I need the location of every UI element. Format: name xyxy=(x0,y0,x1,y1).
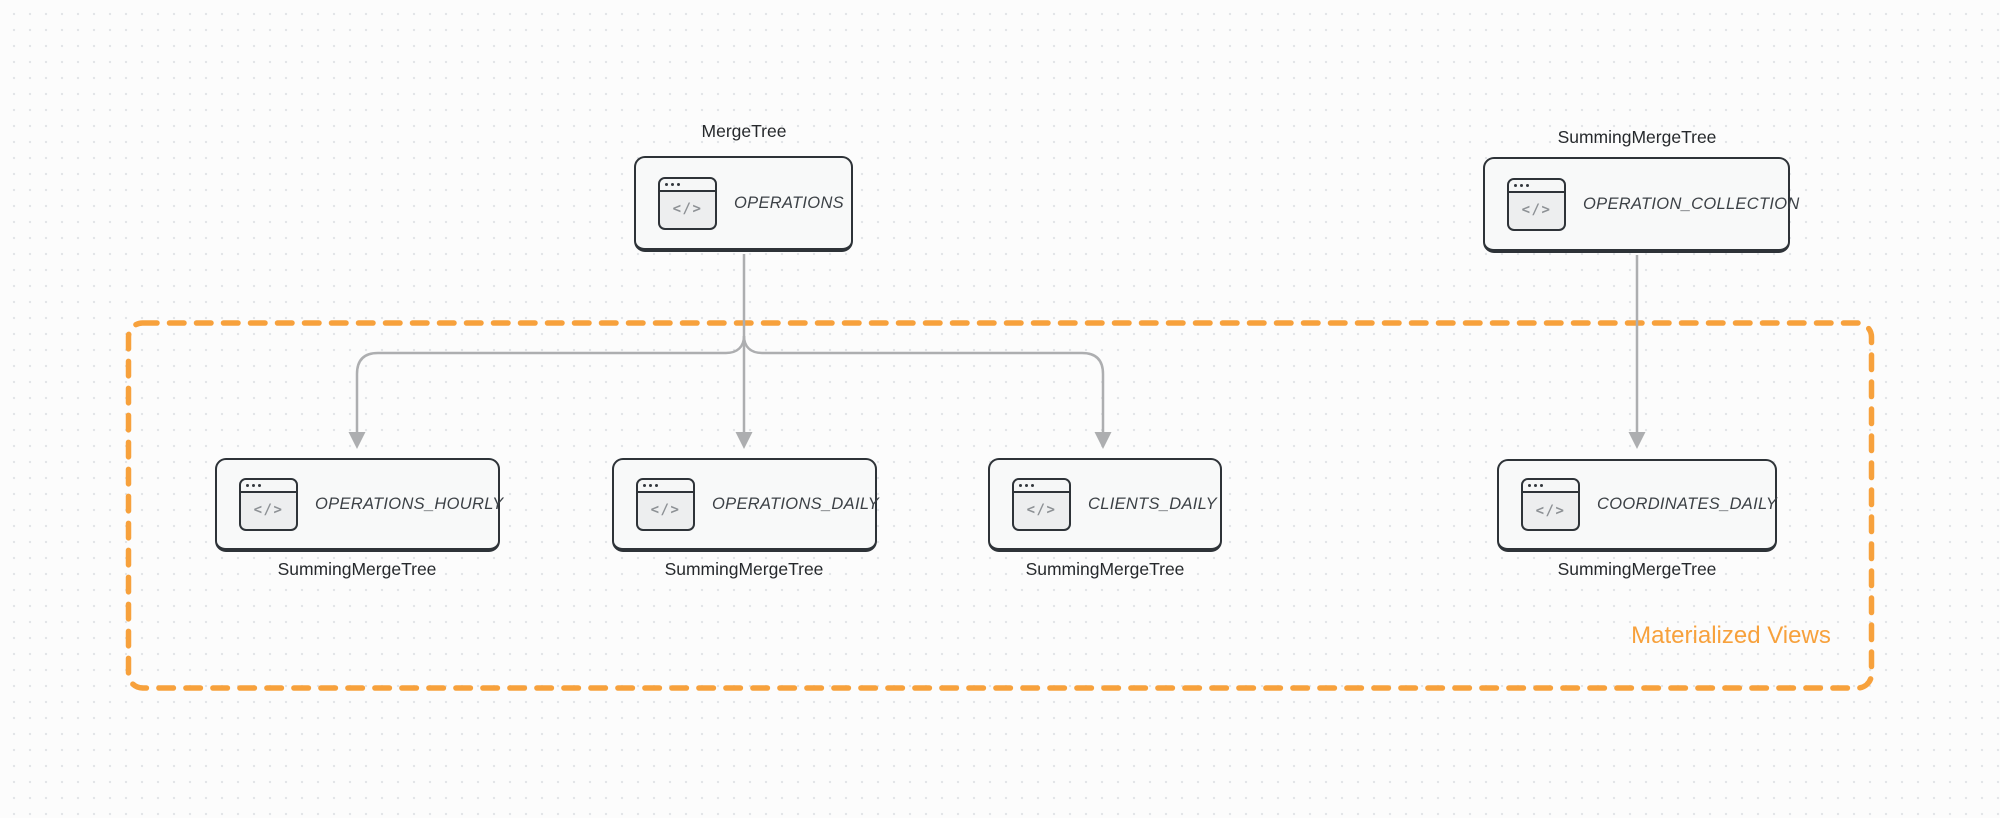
window-dot xyxy=(1534,484,1537,487)
engine-label-operations: MergeTree xyxy=(701,121,787,141)
window-dot xyxy=(1025,483,1028,487)
edge-operations-to-operations-hourly xyxy=(355,335,746,433)
window-dot xyxy=(643,483,646,487)
window-dot xyxy=(246,483,249,487)
window-dot xyxy=(1019,483,1022,487)
code-window-icon: </> xyxy=(1507,177,1566,231)
code-window-icon: </> xyxy=(636,477,695,531)
window-dot xyxy=(649,483,652,487)
window-titlebar xyxy=(1014,479,1069,493)
arrowhead-clients-daily xyxy=(1094,432,1112,449)
node-operations-hourly: </> OPERATIONS_HOURLY xyxy=(215,458,503,552)
window-dot xyxy=(671,182,674,186)
node-coordinates-daily: </> COORDINATES_DAILY xyxy=(1497,459,1777,552)
node-title: OPERATION_COLLECTION xyxy=(1583,194,1800,213)
materialized-views-group-border xyxy=(125,320,1875,691)
node-title: CLIENTS_DAILY xyxy=(1088,494,1217,513)
code-glyph: </> xyxy=(650,502,681,518)
code-window-icon: </> xyxy=(239,477,298,531)
engine-label-operations-daily: SummingMergeTree xyxy=(664,559,824,579)
window-titlebar xyxy=(638,479,693,493)
window-dot xyxy=(665,182,668,186)
code-glyph: </> xyxy=(1535,502,1566,519)
node-operations-daily: </> OPERATIONS_DAILY xyxy=(612,458,880,552)
window-dot xyxy=(1520,183,1523,187)
engine-label-coordinates-daily: SummingMergeTree xyxy=(1557,559,1717,579)
window-dot xyxy=(655,483,658,487)
code-window-icon: </> xyxy=(1012,477,1071,531)
node-operations: </> OPERATIONS xyxy=(634,156,853,252)
window-titlebar xyxy=(1523,480,1578,493)
node-title: OPERATIONS xyxy=(734,193,844,212)
window-dot xyxy=(1540,484,1543,487)
window-dot xyxy=(677,182,680,186)
engine-label-operation-collection: SummingMergeTree xyxy=(1557,127,1717,147)
code-glyph: </> xyxy=(1026,502,1057,518)
window-titlebar xyxy=(241,479,296,493)
code-glyph: </> xyxy=(253,502,284,518)
arrowhead-operations-daily xyxy=(735,432,753,449)
code-glyph: </> xyxy=(1521,202,1552,218)
code-glyph: </> xyxy=(672,201,703,217)
node-title: OPERATIONS_DAILY xyxy=(712,494,880,513)
node-title: OPERATIONS_HOURLY xyxy=(315,494,504,513)
materialized-views-label: Materialized Views xyxy=(1631,622,1831,649)
window-titlebar xyxy=(1509,179,1564,193)
window-dot xyxy=(252,483,255,487)
node-clients-daily: </> CLIENTS_DAILY xyxy=(988,458,1222,552)
edge-operations-to-clients-daily xyxy=(742,335,1105,433)
window-dot xyxy=(258,483,261,487)
code-window-icon: </> xyxy=(1521,478,1580,531)
arrowhead-operations-hourly xyxy=(348,432,366,449)
engine-label-clients-daily: SummingMergeTree xyxy=(1025,559,1185,579)
window-dot xyxy=(1528,484,1531,487)
engine-label-operations-hourly: SummingMergeTree xyxy=(277,559,437,579)
code-window-icon: </> xyxy=(658,176,717,230)
node-operation-collection: </> OPERATION_COLLECTION xyxy=(1483,157,1799,253)
window-dot xyxy=(1514,183,1517,187)
arrowhead-coordinates-daily xyxy=(1628,432,1646,449)
window-titlebar xyxy=(660,178,715,192)
window-dot xyxy=(1031,483,1034,487)
node-title: COORDINATES_DAILY xyxy=(1597,495,1778,513)
window-dot xyxy=(1526,183,1529,187)
